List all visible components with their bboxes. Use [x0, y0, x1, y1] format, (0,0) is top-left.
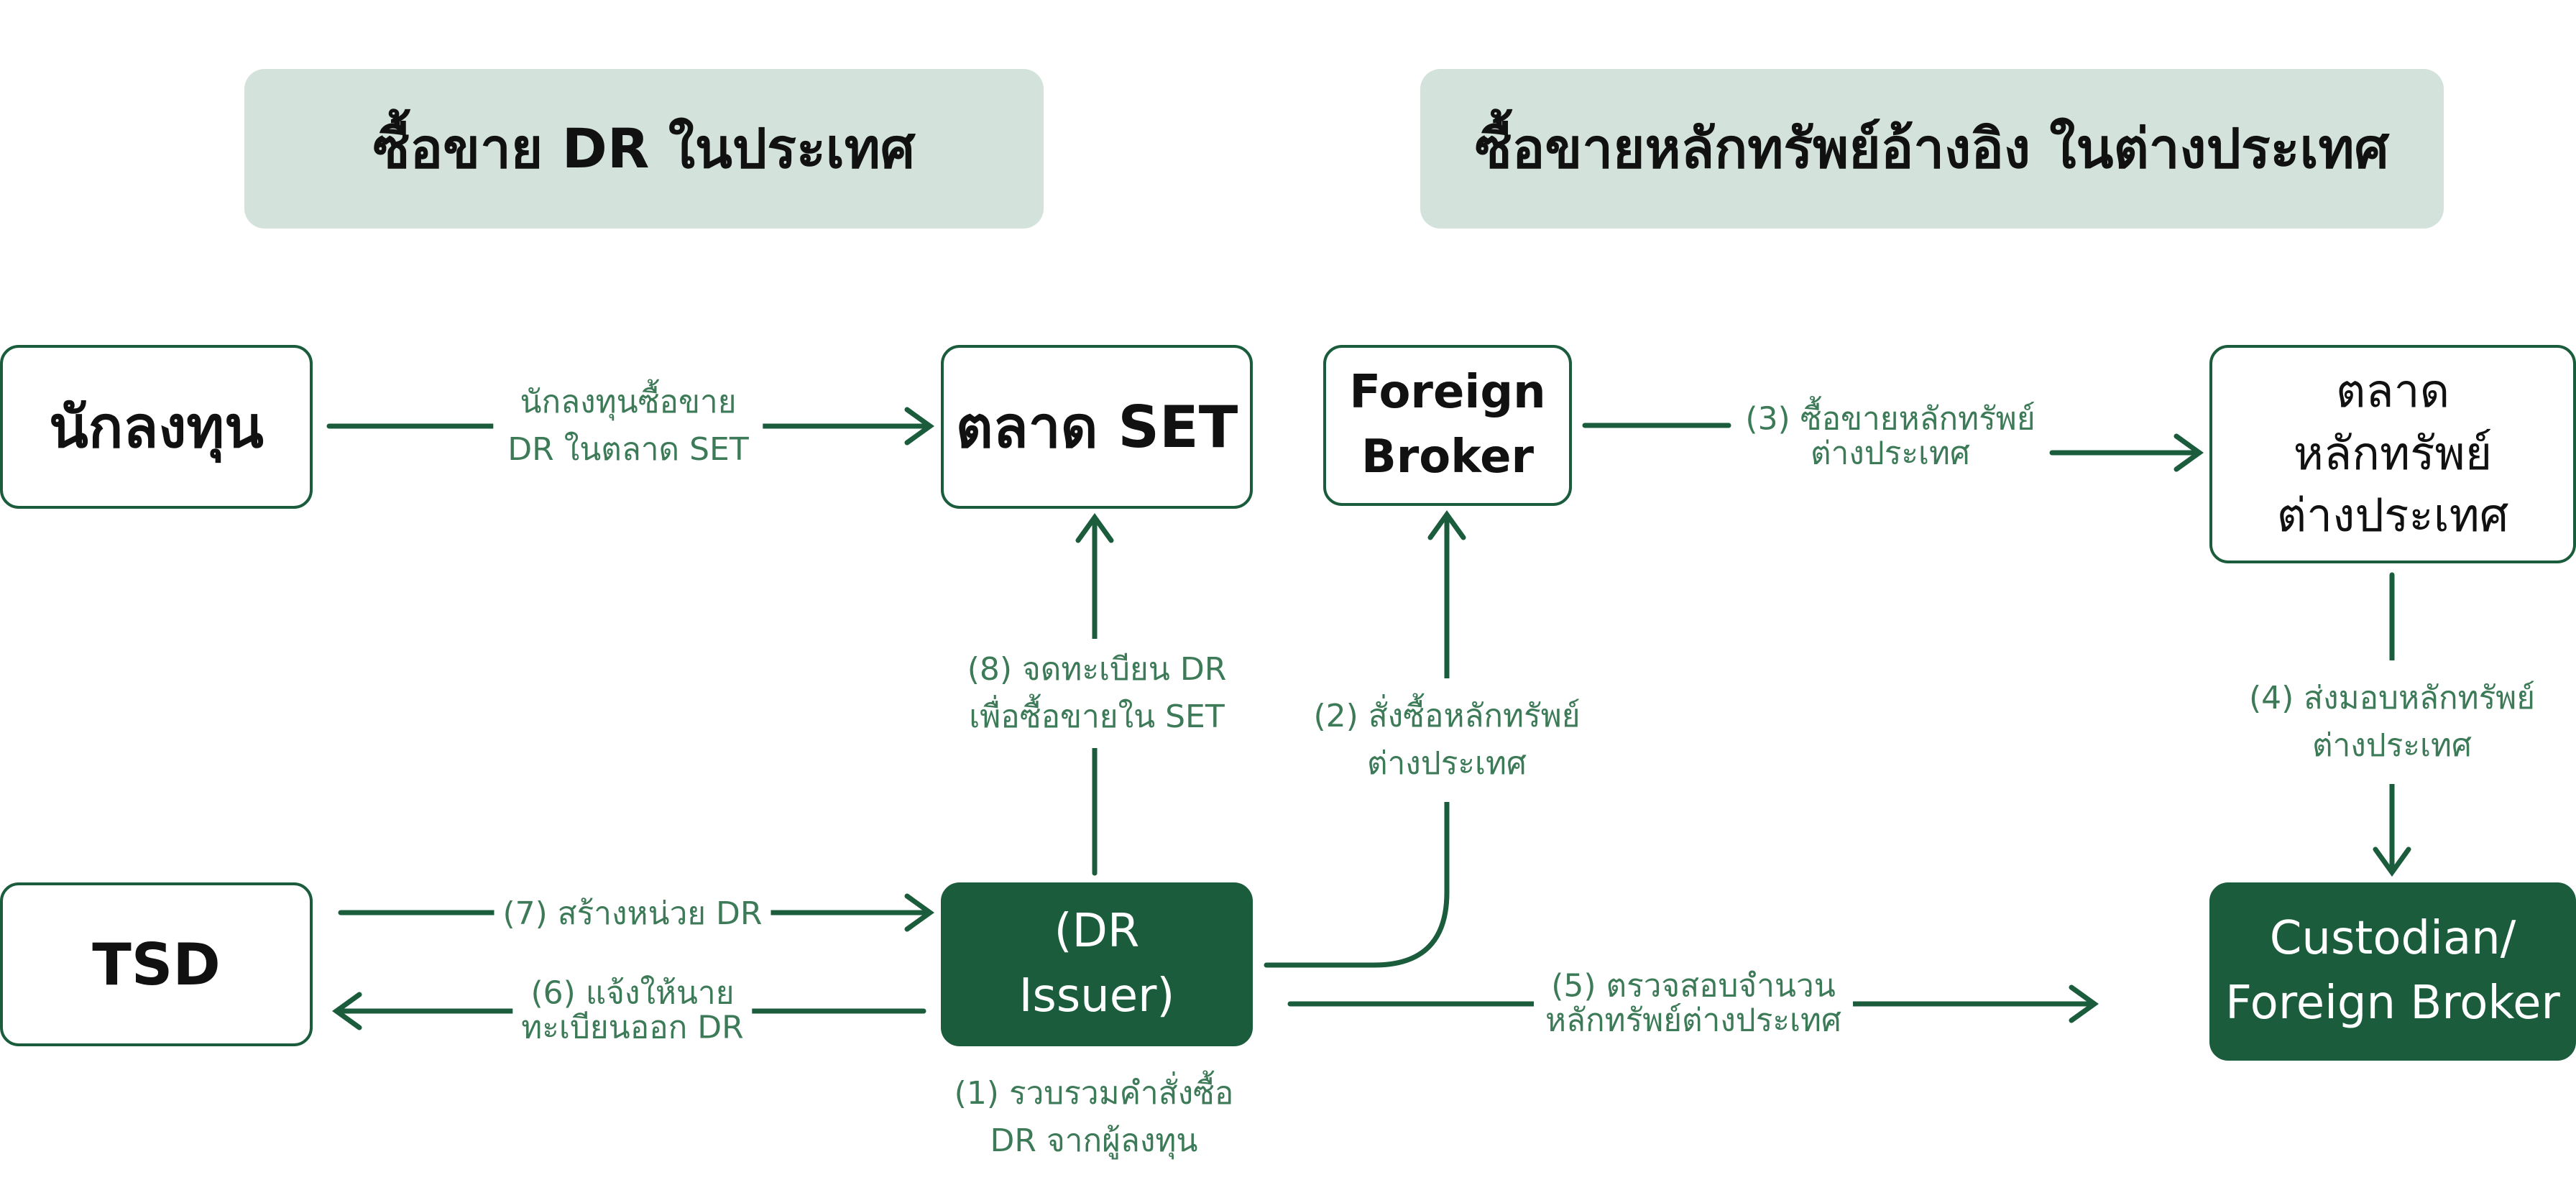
- foreign-trading-header: ซื้อขายหลักทรัพย์อ้างอิง ในต่างประเทศ: [1420, 69, 2444, 229]
- arrow-issuer-to-foreign-broker: [1264, 515, 1450, 968]
- dr-issuer-line-1: (DR: [1054, 905, 1140, 959]
- label-step6: (6) แจ้งให้นายทะเบียนออก DR: [512, 976, 753, 1046]
- label-step5: (5) ตรวจสอบจำนวนหลักทรัพย์ต่างประเทศ: [1534, 969, 1853, 1039]
- arrowhead-issuer-to-custodian: [2069, 984, 2099, 1023]
- arrowhead-investor-to-set: [904, 407, 934, 446]
- arrowhead-tsd-to-issuer: [904, 893, 934, 932]
- foreign-market-line-3: ต่างประเทศ: [2276, 489, 2509, 543]
- arrowhead-foreign-market-to-custodian: [2373, 847, 2411, 877]
- foreign-market-line-2: หลักทรัพย์: [2293, 427, 2493, 481]
- tsd-node: TSD: [0, 882, 313, 1046]
- arrowhead-issuer-to-tsd: [332, 992, 362, 1030]
- custodian-line-1: Custodian/: [2269, 912, 2516, 966]
- dr-issuer-line-2: Issuer): [1018, 969, 1175, 1023]
- foreign-broker-node: Foreign Broker: [1323, 345, 1572, 506]
- foreign-broker-line-2: Broker: [1361, 430, 1535, 484]
- label-step4: (4) ส่งมอบหลักทรัพย์ต่างประเทศ: [2241, 660, 2543, 784]
- dr-issuer-node: (DR Issuer): [941, 882, 1253, 1046]
- label-step3: (3) ซื้อขายหลักทรัพย์ต่างประเทศ: [1738, 402, 2043, 472]
- label-step7: (7) สร้างหน่วย DR: [494, 890, 771, 938]
- foreign-market-node: ตลาด หลักทรัพย์ ต่างประเทศ: [2209, 345, 2576, 563]
- arrowhead-issuer-to-set: [1075, 513, 1114, 543]
- arrowhead-issuer-to-foreign-broker: [1427, 510, 1466, 540]
- set-market-node: ตลาด SET: [941, 345, 1253, 509]
- label-step2: (2) สั่งซื้อหลักทรัพย์ต่างประเทศ: [1306, 678, 1588, 802]
- arrow-foreign-broker-to-foreign-market: [1582, 423, 2199, 456]
- arrowhead-foreign-broker-to-foreign-market: [2174, 433, 2204, 472]
- domestic-trading-header: ซื้อขาย DR ในประเทศ: [244, 69, 1044, 229]
- investor-node: นักลงทุน: [0, 345, 313, 509]
- custodian-node: Custodian/ Foreign Broker: [2209, 882, 2576, 1061]
- foreign-market-line-1: ตลาด: [2335, 365, 2450, 419]
- foreign-broker-line-1: Foreign: [1349, 366, 1546, 420]
- custodian-line-2: Foreign Broker: [2225, 977, 2560, 1030]
